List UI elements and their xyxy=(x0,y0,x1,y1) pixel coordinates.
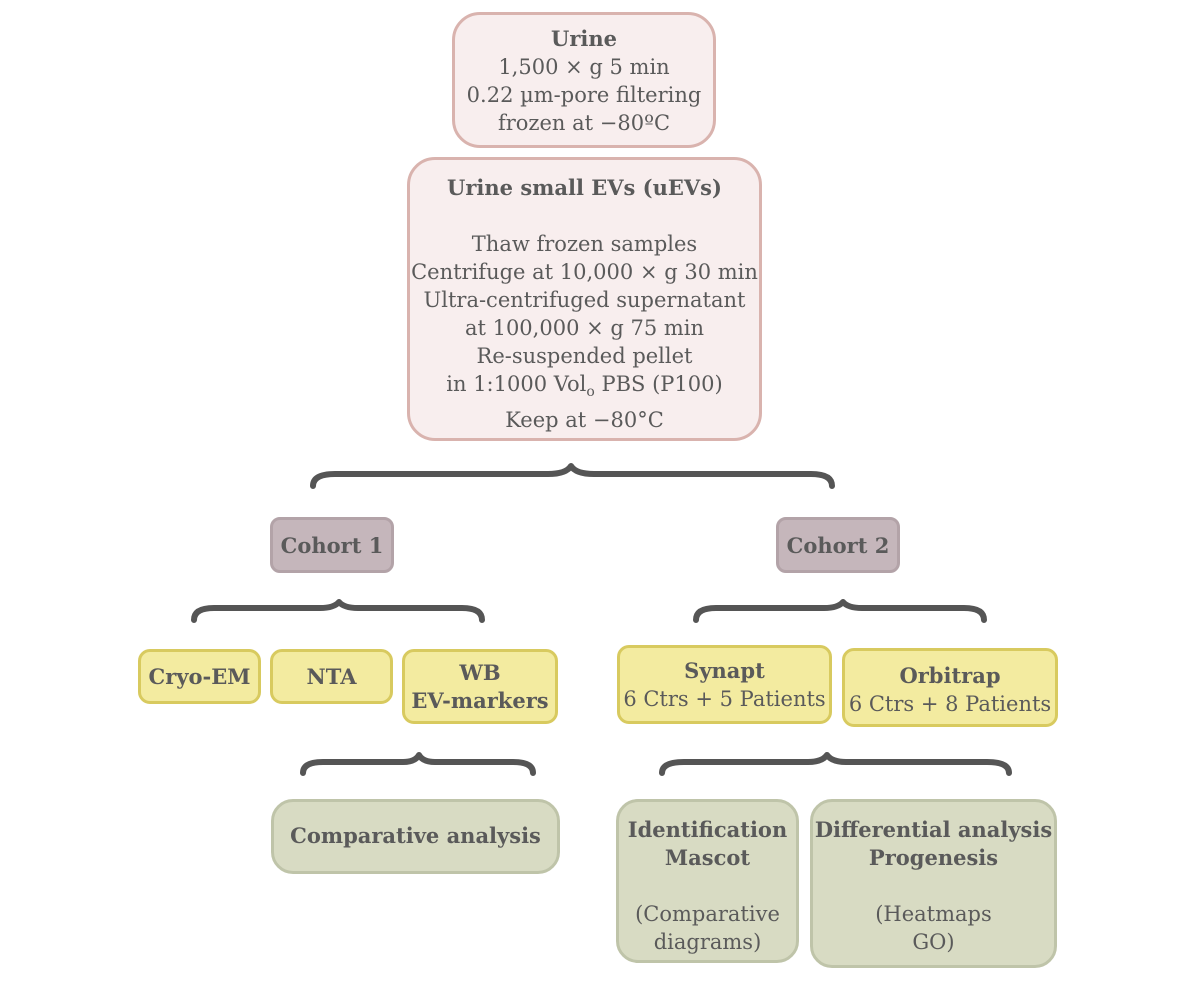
cohort1-label: Cohort 1 xyxy=(280,533,384,558)
identification-spacer xyxy=(619,872,796,900)
synapt-box: Synapt 6 Ctrs + 5 Patients xyxy=(617,645,832,724)
cohort2-label: Cohort 2 xyxy=(786,533,890,558)
identification-tool: Mascot xyxy=(664,845,751,870)
orbitrap-subtitle: 6 Ctrs + 8 Patients xyxy=(848,692,1052,716)
cohort2-box: Cohort 2 xyxy=(776,517,900,573)
bracket-methods-to-comparative xyxy=(300,752,536,776)
differential-title: Differential analysis xyxy=(814,817,1053,842)
bracket-uevs-to-cohorts xyxy=(310,463,835,489)
urine-step-freeze: frozen at −80ºC xyxy=(497,111,671,135)
uevs-pbs-suffix: PBS (P100) xyxy=(594,372,723,396)
urine-box: Urine 1,500 × g 5 min 0.22 µm-pore filte… xyxy=(452,12,716,148)
identification-title: Identification xyxy=(627,817,788,842)
uevs-step-thaw: Thaw frozen samples xyxy=(471,232,698,256)
uevs-step-keep: Keep at −80°C xyxy=(505,408,664,433)
orbitrap-box: Orbitrap 6 Ctrs + 8 Patients xyxy=(842,648,1058,727)
uevs-step-ultracentrifuge: Ultra-centrifuged supernatant xyxy=(423,288,746,312)
wb-box: WB EV-markers xyxy=(402,649,558,724)
uevs-title: Urine small EVs (uEVs) xyxy=(447,175,722,200)
urine-step-filter: 0.22 µm-pore filtering xyxy=(466,83,702,107)
wb-title: WB xyxy=(459,660,501,685)
urine-title: Urine xyxy=(551,26,617,51)
uevs-spacer xyxy=(410,202,759,230)
uevs-step-centrifuge: Centrifuge at 10,000 × g 30 min xyxy=(411,260,758,284)
wb-subtitle: EV-markers xyxy=(411,688,549,713)
bracket-ms-to-analysis xyxy=(659,752,1012,776)
nta-box: NTA xyxy=(270,649,393,704)
differential-note-2: GO) xyxy=(912,930,955,954)
identification-note-2: diagrams) xyxy=(653,930,762,954)
uevs-step-resuspend: Re-suspended pellet xyxy=(476,344,693,368)
cryoem-box: Cryo-EM xyxy=(138,649,261,704)
differential-tool: Progenesis xyxy=(868,845,999,870)
orbitrap-title: Orbitrap xyxy=(899,663,1001,688)
uevs-pbs-subscript: o xyxy=(586,384,595,401)
uevs-step-pbs: in 1:1000 Volo PBS (P100) xyxy=(410,370,759,406)
differential-box: Differential analysis Progenesis (Heatma… xyxy=(810,799,1057,968)
uevs-box: Urine small EVs (uEVs) Thaw frozen sampl… xyxy=(407,157,762,441)
bracket-cohort1-to-methods xyxy=(191,599,485,623)
differential-spacer xyxy=(813,872,1054,900)
differential-note-1: (Heatmaps xyxy=(875,902,992,926)
synapt-subtitle: 6 Ctrs + 5 Patients xyxy=(623,687,826,711)
uevs-step-speed: at 100,000 × g 75 min xyxy=(464,316,705,340)
comparative-box: Comparative analysis xyxy=(271,799,560,874)
urine-step-centrifuge: 1,500 × g 5 min xyxy=(498,55,670,79)
identification-box: Identification Mascot (Comparative diagr… xyxy=(616,799,799,963)
bracket-cohort2-to-ms xyxy=(693,599,987,623)
identification-note-1: (Comparative xyxy=(635,902,780,926)
nta-label: NTA xyxy=(306,664,357,689)
uevs-pbs-prefix: in 1:1000 Vol xyxy=(446,372,587,396)
cohort1-box: Cohort 1 xyxy=(270,517,394,573)
cryoem-label: Cryo-EM xyxy=(148,664,251,689)
comparative-label: Comparative analysis xyxy=(290,823,541,848)
synapt-title: Synapt xyxy=(684,658,765,683)
